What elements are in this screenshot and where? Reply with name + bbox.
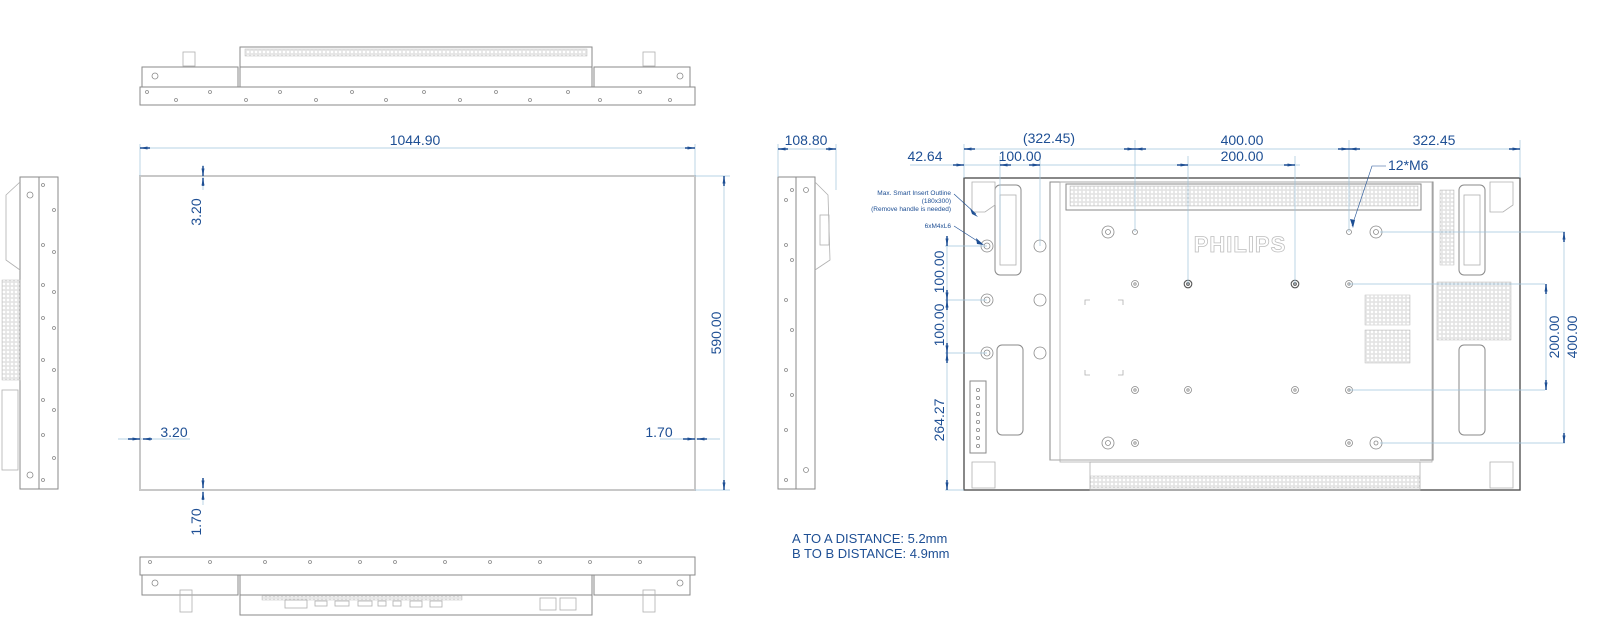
rear-left-edge-dimension: 42.64 (907, 148, 942, 164)
rear-left-spacing-dimension: 100.00 (999, 148, 1042, 164)
bezel-left-dimension: 3.20 (160, 424, 187, 440)
notes: A TO A DISTANCE: 5.2mm B TO B DISTANCE: … (792, 531, 949, 561)
height-dimension: 590.00 (708, 311, 724, 354)
rear-right-span-dimension: 322.45 (1413, 132, 1456, 148)
brand-logo: PHILIPS (1194, 232, 1287, 257)
rear-bottom-offset-dimension: 264.27 (931, 398, 947, 441)
bezel-top-dimension: 3.20 (188, 198, 204, 225)
screw-spec-callout: 6xM4xL6 (925, 223, 952, 230)
rear-right-outer-dimension: 400.00 (1564, 315, 1580, 358)
bezel-bottom-dimension: 1.70 (188, 508, 204, 535)
depth-dimension: 108.80 (785, 132, 828, 148)
smart-insert-callout-line1: Max. Smart Insert Outline (877, 190, 951, 197)
front-view: 1044.90 590.00 3.20 3.20 1.70 1.70 (118, 132, 730, 536)
width-dimension: 1044.90 (390, 132, 441, 148)
bezel-right-dimension: 1.70 (645, 424, 672, 440)
rear-left-span-dimension: (322.45) (1023, 130, 1075, 146)
rear-center-inner-dimension: 200.00 (1221, 148, 1264, 164)
bottom-view (139, 556, 696, 616)
rear-lower-spacing-dimension: 100.00 (931, 303, 947, 346)
rear-upper-spacing-dimension: 100.00 (931, 250, 947, 293)
right-side-view: 108.80 (777, 132, 837, 490)
rear-view: PHILIPS (871, 130, 1580, 491)
mount-holes-callout: 12*M6 (1388, 157, 1429, 173)
rear-right-inner-dimension: 200.00 (1546, 315, 1562, 358)
rear-center-span-dimension: 400.00 (1221, 132, 1264, 148)
smart-insert-callout-line3: (Remove handle is needed) (871, 206, 951, 213)
left-side-view (1, 176, 59, 490)
smart-insert-callout-line2: (180x300) (922, 198, 951, 205)
b-to-b-distance-note: B TO B DISTANCE: 4.9mm (792, 546, 949, 561)
a-to-a-distance-note: A TO A DISTANCE: 5.2mm (792, 531, 947, 546)
top-view (139, 46, 696, 106)
